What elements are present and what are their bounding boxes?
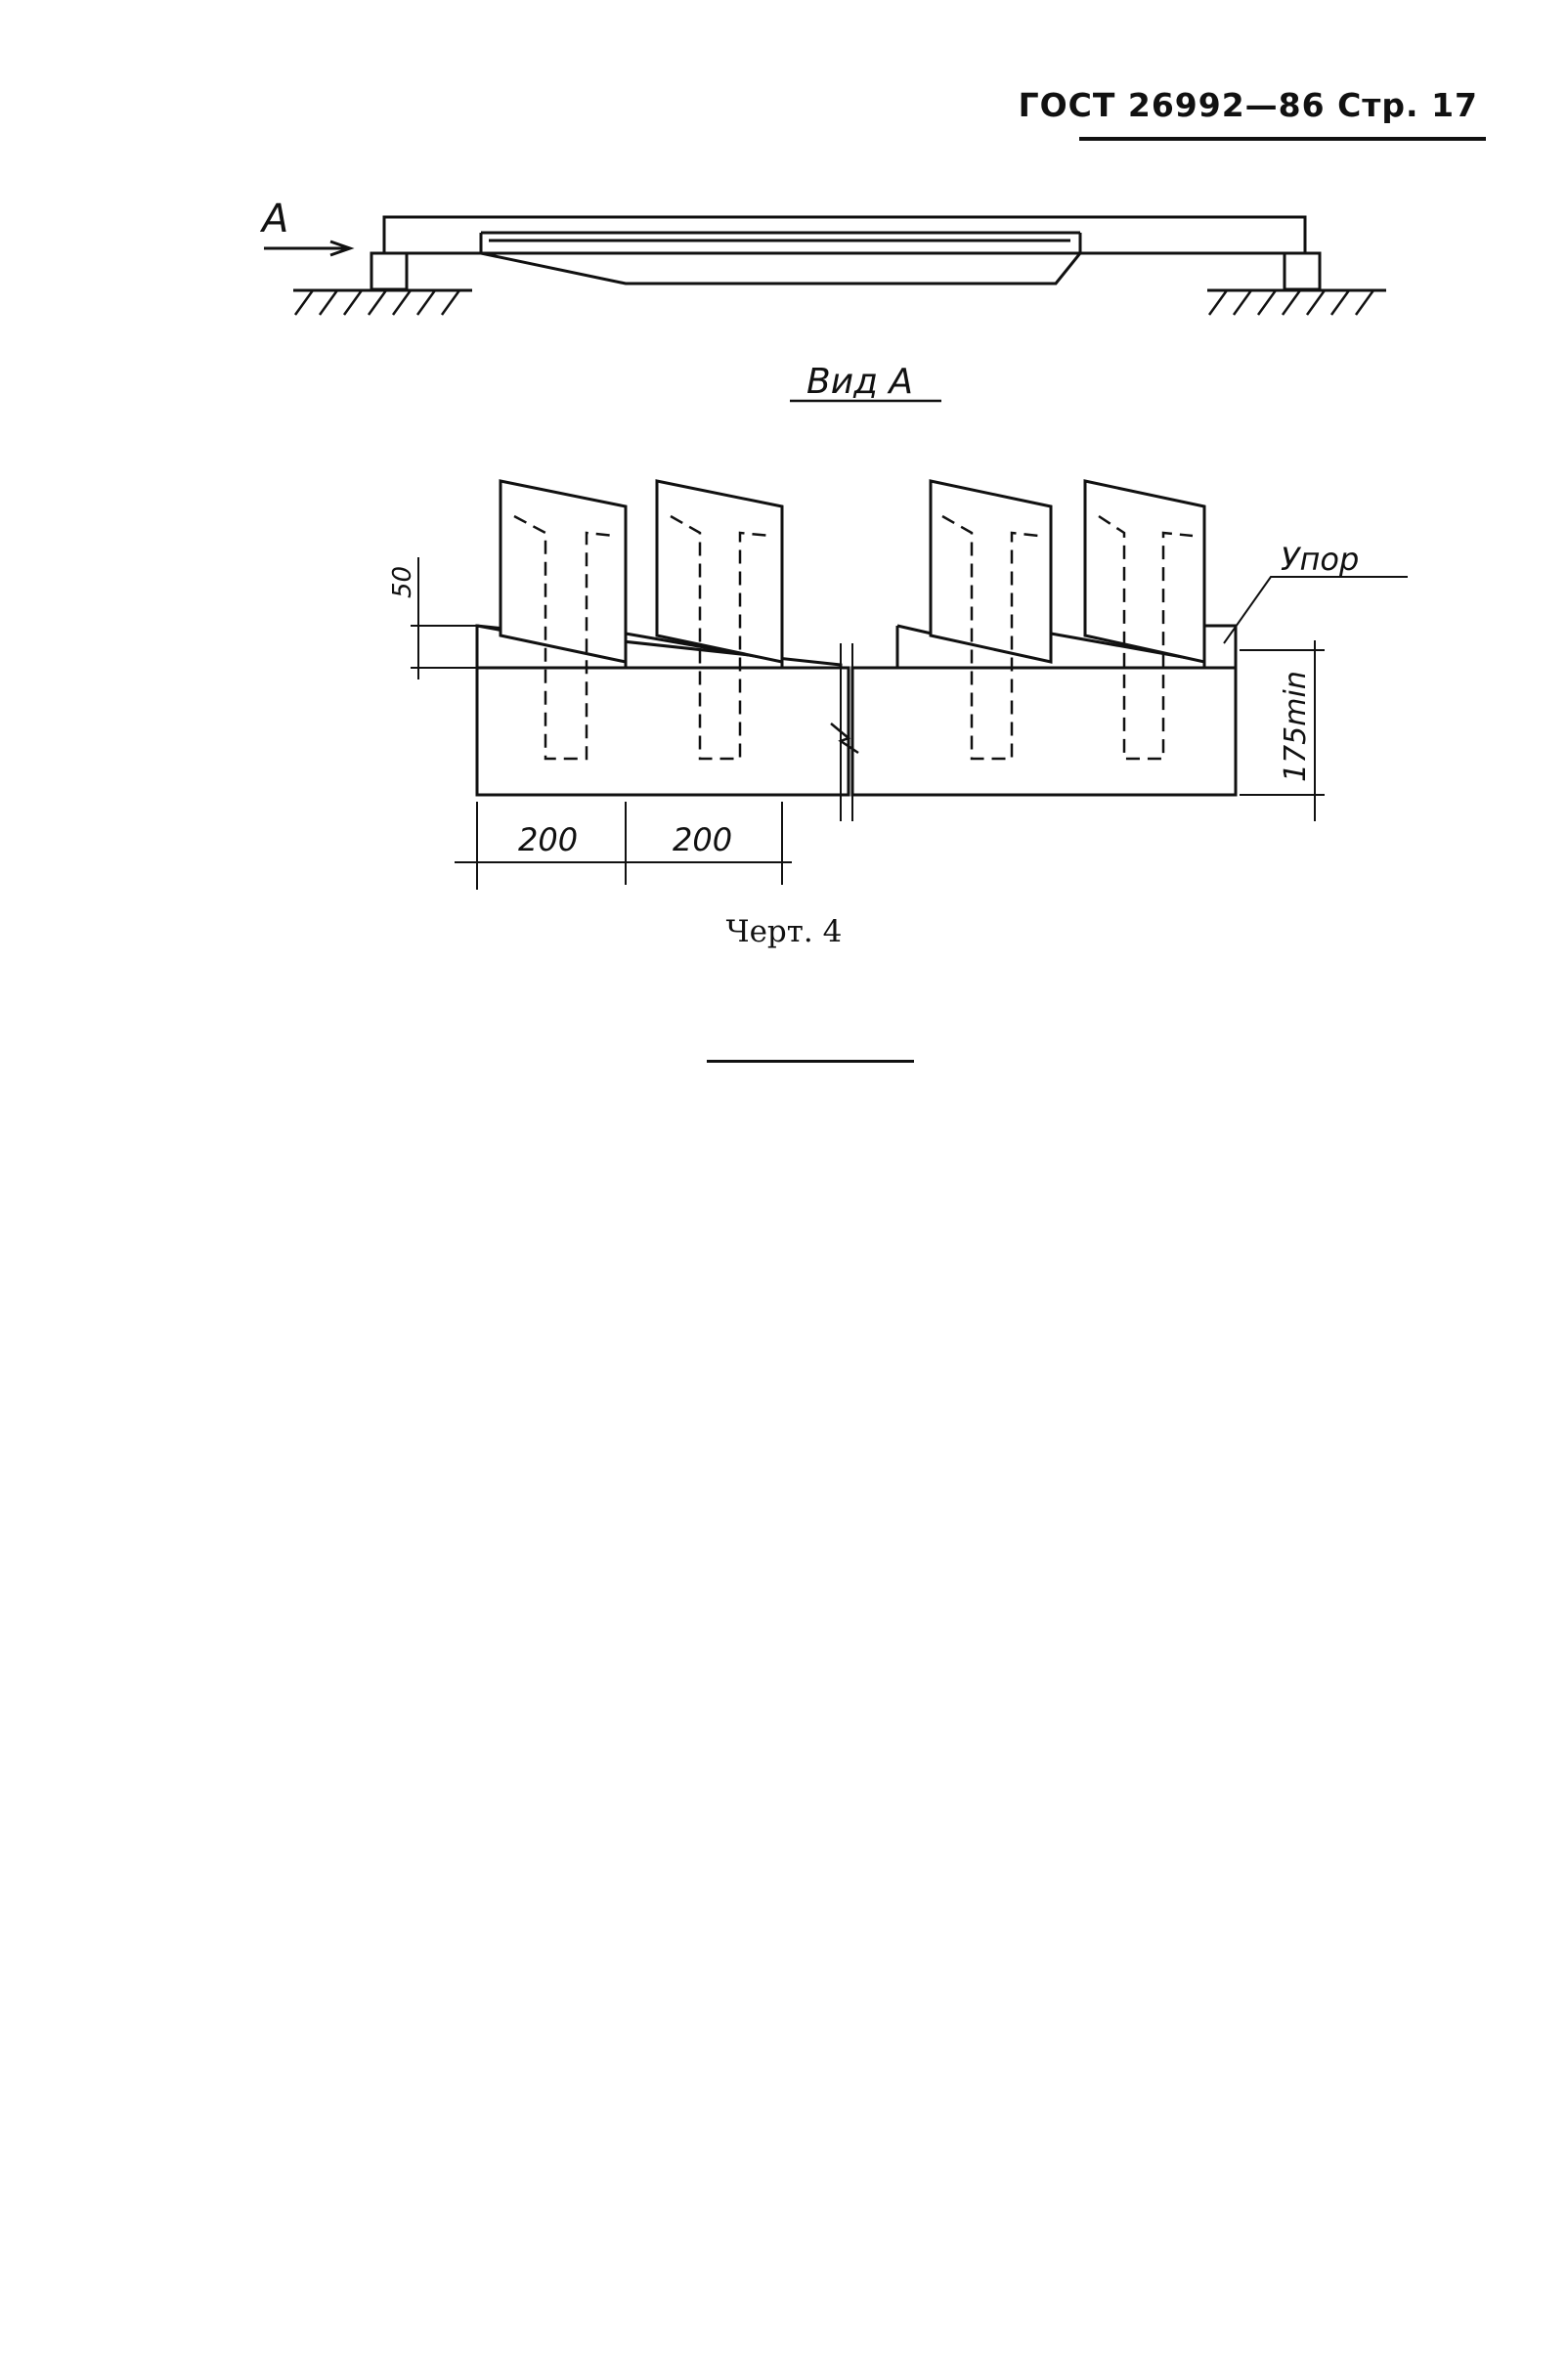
header-standard-page: ГОСТ 26992—86 Стр. 17 — [1018, 86, 1478, 124]
technical-drawing: А Вид А — [259, 197, 1408, 890]
dim-width-2: 200 — [673, 821, 732, 858]
right-support — [1283, 251, 1322, 291]
beam-underside — [479, 233, 1082, 285]
header-underline — [1079, 137, 1486, 141]
stop-label: Упор — [1281, 541, 1359, 578]
arrow-label: А — [259, 197, 288, 241]
slab-outline — [382, 215, 1307, 255]
side-view — [264, 215, 1386, 316]
page-header: ГОСТ 26992—86 Стр. 17 — [1019, 86, 1486, 145]
base-right — [850, 666, 1238, 797]
view-a-detail — [411, 479, 1408, 890]
base-left — [475, 666, 850, 797]
dim-height: 175min — [1279, 671, 1313, 782]
arrow-head — [329, 240, 355, 257]
left-support — [370, 251, 409, 291]
view-label: Вид А — [806, 362, 913, 402]
dim-gap: 50 — [388, 566, 417, 598]
figure-caption: Черт. 4 — [725, 914, 843, 949]
end-rule — [707, 1060, 914, 1063]
dim-width-1: 200 — [518, 821, 578, 858]
